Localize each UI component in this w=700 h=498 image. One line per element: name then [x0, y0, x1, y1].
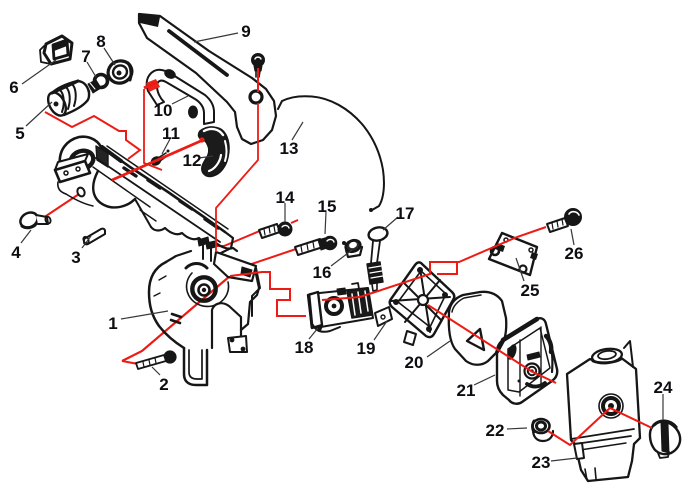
svg-text:10: 10	[154, 101, 173, 120]
svg-text:18: 18	[295, 338, 314, 357]
svg-text:25: 25	[521, 281, 540, 300]
svg-text:26: 26	[565, 244, 584, 263]
svg-text:2: 2	[159, 375, 168, 394]
svg-text:6: 6	[9, 78, 18, 97]
svg-text:15: 15	[318, 197, 337, 216]
svg-text:14: 14	[276, 188, 295, 207]
svg-text:5: 5	[15, 124, 24, 143]
svg-text:19: 19	[357, 339, 376, 358]
svg-text:7: 7	[81, 47, 90, 66]
svg-text:12: 12	[183, 151, 202, 170]
svg-text:11: 11	[162, 124, 180, 143]
svg-text:3: 3	[71, 248, 80, 267]
svg-text:16: 16	[313, 263, 332, 282]
svg-text:23: 23	[532, 453, 551, 472]
svg-text:4: 4	[11, 243, 21, 262]
svg-text:22: 22	[486, 421, 505, 440]
svg-text:1: 1	[108, 314, 117, 333]
svg-text:17: 17	[396, 204, 415, 223]
svg-text:21: 21	[457, 381, 476, 400]
svg-text:8: 8	[96, 32, 105, 51]
svg-text:13: 13	[280, 139, 299, 158]
svg-text:20: 20	[405, 353, 424, 372]
svg-text:9: 9	[241, 22, 250, 41]
svg-text:24: 24	[654, 378, 673, 397]
